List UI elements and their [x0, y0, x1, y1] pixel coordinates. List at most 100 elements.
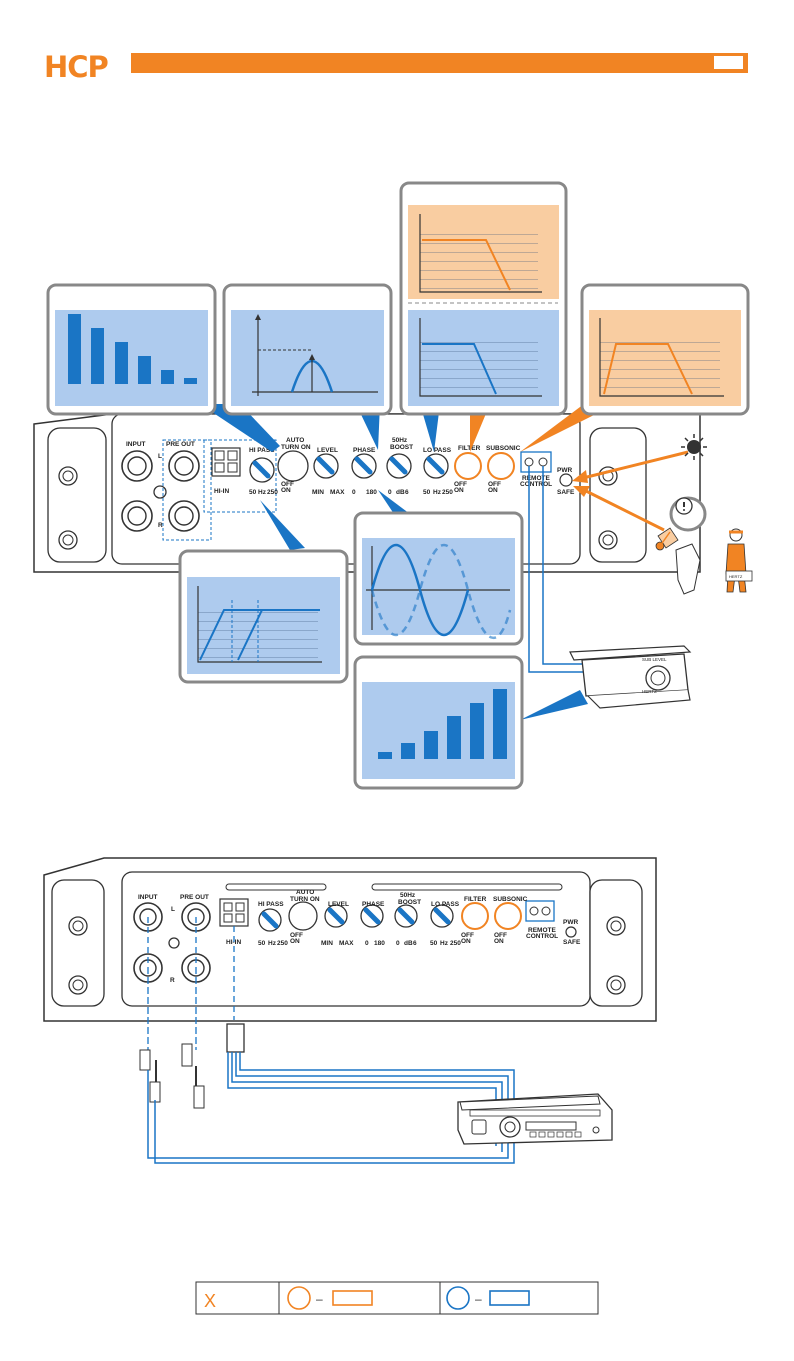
- svg-text:–: –: [316, 1292, 323, 1306]
- svg-text:SUB LEVEL: SUB LEVEL: [642, 657, 667, 662]
- svg-text:OFF: OFF: [454, 481, 467, 488]
- svg-text:0: 0: [365, 940, 369, 947]
- callout-hi-pass: [178, 549, 349, 684]
- header-page-box: [714, 56, 743, 69]
- callout-phase: [353, 511, 524, 646]
- svg-text:BOOST: BOOST: [398, 899, 421, 906]
- svg-text:SUBSONIC: SUBSONIC: [493, 896, 528, 903]
- svg-text:L: L: [158, 453, 162, 460]
- callout-hi-in-level: [46, 283, 217, 416]
- svg-text:–: –: [475, 1292, 482, 1306]
- svg-text:OFF: OFF: [281, 481, 294, 488]
- svg-text:HI-IN: HI-IN: [226, 939, 241, 946]
- callout-bass-boost: [222, 283, 393, 416]
- svg-text:R: R: [170, 977, 175, 984]
- svg-text:AUTO: AUTO: [296, 889, 314, 896]
- svg-text:INPUT: INPUT: [138, 894, 158, 901]
- svg-text:Hz: Hz: [258, 489, 267, 496]
- svg-text:HERTZ: HERTZ: [642, 689, 657, 694]
- svg-text:180: 180: [366, 489, 377, 496]
- svg-text:Hz: Hz: [433, 489, 442, 496]
- svg-text:Hz: Hz: [268, 940, 277, 947]
- svg-text:180: 180: [374, 940, 385, 947]
- header-bar: [131, 53, 748, 73]
- svg-text:HERTZ: HERTZ: [729, 574, 743, 579]
- svg-text:AUTO: AUTO: [286, 437, 304, 444]
- svg-text:50Hz: 50Hz: [392, 437, 408, 444]
- svg-text:50Hz: 50Hz: [400, 892, 416, 899]
- svg-text:OFF: OFF: [488, 481, 501, 488]
- svg-text:OFF: OFF: [461, 932, 474, 939]
- thermometer-icon: [655, 527, 679, 551]
- svg-text:TURN ON: TURN ON: [281, 444, 311, 451]
- sun-icon: [681, 434, 707, 460]
- svg-text:50: 50: [423, 489, 431, 496]
- svg-text:L: L: [171, 906, 175, 913]
- legend: X – –: [195, 1281, 599, 1315]
- legend-x-mark: X: [204, 1291, 216, 1311]
- svg-text:LEVEL: LEVEL: [317, 447, 338, 454]
- svg-text:0: 0: [388, 489, 392, 496]
- svg-text:ON: ON: [461, 938, 471, 945]
- svg-text:FILTER: FILTER: [464, 896, 487, 903]
- svg-text:ON: ON: [488, 487, 498, 494]
- svg-text:ON: ON: [494, 938, 504, 945]
- svg-text:SAFE: SAFE: [563, 939, 581, 946]
- svg-text:SAFE: SAFE: [557, 489, 575, 496]
- svg-text:INPUT: INPUT: [126, 441, 146, 448]
- svg-text:TURN ON: TURN ON: [290, 896, 320, 903]
- svg-text:PRE OUT: PRE OUT: [166, 441, 195, 448]
- svg-text:R: R: [158, 522, 163, 529]
- svg-text:SUBSONIC: SUBSONIC: [486, 445, 521, 452]
- svg-text:PRE OUT: PRE OUT: [180, 894, 209, 901]
- svg-text:LEVEL: LEVEL: [328, 901, 349, 908]
- svg-text:REMOTE: REMOTE: [522, 475, 550, 482]
- callout-remote-level: [353, 655, 524, 790]
- pwr-safe-indicators: HERTZ: [572, 434, 753, 595]
- svg-text:ON: ON: [454, 487, 464, 494]
- svg-text:LO PASS: LO PASS: [431, 901, 460, 908]
- callout-subsonic: [580, 283, 750, 416]
- svg-text:HI PASS: HI PASS: [249, 447, 275, 454]
- svg-text:dB: dB: [404, 940, 413, 947]
- svg-text:HI PASS: HI PASS: [258, 901, 284, 908]
- svg-text:CONTROL: CONTROL: [526, 933, 558, 940]
- svg-text:0: 0: [396, 940, 400, 947]
- svg-text:250: 250: [450, 940, 461, 947]
- legend-orange-circle: [287, 1286, 311, 1310]
- callout-lo-pass: [399, 181, 568, 416]
- svg-text:PWR: PWR: [563, 919, 578, 926]
- svg-text:CONTROL: CONTROL: [520, 481, 552, 488]
- svg-text:MIN: MIN: [321, 940, 333, 947]
- svg-text:250: 250: [442, 489, 453, 496]
- svg-text:50: 50: [249, 489, 257, 496]
- brand-logo: HCP: [44, 50, 109, 84]
- installer-icon: HERTZ: [675, 528, 753, 595]
- svg-text:dB: dB: [396, 489, 405, 496]
- svg-text:50: 50: [258, 940, 266, 947]
- svg-text:REMOTE: REMOTE: [528, 927, 556, 934]
- svg-text:LO PASS: LO PASS: [423, 447, 452, 454]
- svg-text:MAX: MAX: [339, 940, 354, 947]
- warning-icon: [669, 496, 707, 532]
- svg-text:PHASE: PHASE: [362, 901, 385, 908]
- svg-text:6: 6: [413, 940, 417, 947]
- svg-text:MIN: MIN: [312, 489, 324, 496]
- svg-text:250: 250: [277, 940, 288, 947]
- legend-orange-rect: [332, 1290, 373, 1306]
- head-unit: [457, 1093, 613, 1145]
- svg-text:OFF: OFF: [290, 932, 303, 939]
- remote-control-knob: SUB LEVEL HERTZ: [528, 466, 692, 709]
- svg-text:BOOST: BOOST: [390, 444, 413, 451]
- svg-text:HI-IN: HI-IN: [214, 488, 229, 495]
- rca-jacks-top: [121, 450, 200, 532]
- svg-text:Hz: Hz: [440, 940, 449, 947]
- svg-text:50: 50: [430, 940, 438, 947]
- svg-text:MAX: MAX: [330, 489, 345, 496]
- svg-text:250: 250: [267, 489, 278, 496]
- svg-text:ON: ON: [281, 487, 291, 494]
